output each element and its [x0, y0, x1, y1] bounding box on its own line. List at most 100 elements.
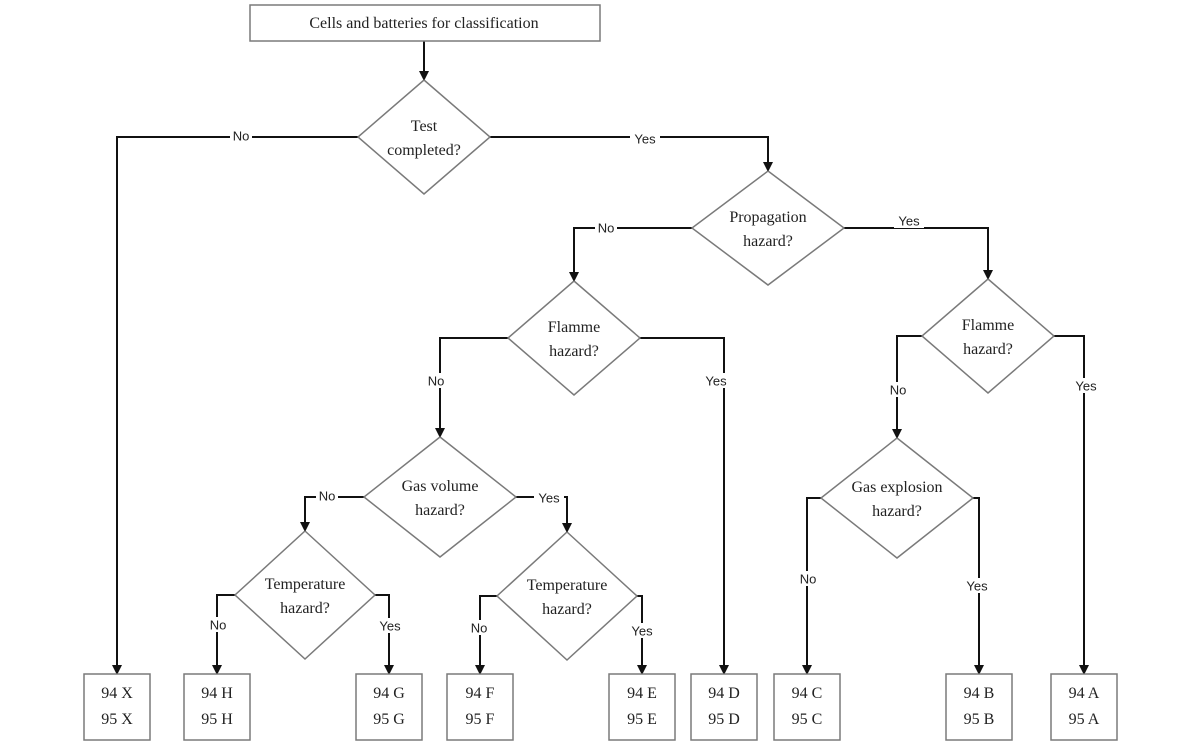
- edge-test-yes: [490, 136, 773, 172]
- result-g: 94 G 95 G: [355, 673, 423, 741]
- result-label-line: 94 A: [1069, 685, 1100, 702]
- edge-label-background: [425, 373, 447, 388]
- edge-label-background: [627, 623, 657, 638]
- edge-label-background: [962, 578, 992, 593]
- result-label-line: 95 A: [1069, 711, 1100, 728]
- edge-label-background: [887, 382, 909, 397]
- edge-label-background: [894, 213, 924, 228]
- edge-tl-no: [212, 594, 235, 675]
- edge-ge-no: [802, 497, 821, 675]
- decision-label-line: hazard?: [549, 343, 599, 360]
- decision-label-line: hazard?: [542, 601, 592, 618]
- edge-label-background: [375, 618, 405, 633]
- decision-label-line: Test: [411, 118, 438, 135]
- result-x: 94 X 95 X: [83, 673, 151, 741]
- edge-label-tr-no: No: [471, 621, 488, 636]
- edge-label-background: [230, 128, 252, 143]
- decision-label-line: Gas volume: [402, 478, 479, 495]
- decision-diamond: [506, 280, 642, 396]
- decision-diamond: [920, 278, 1056, 394]
- edge-gv-yes: [516, 496, 572, 533]
- decision-label-line: Flamme: [962, 317, 1014, 334]
- decision-label-line: Temperature: [265, 576, 346, 593]
- edge-fl-no: [435, 337, 508, 438]
- edge-prop-no: [569, 227, 692, 282]
- decision-diamond: [362, 436, 518, 558]
- result-a: 94 A 95 A: [1050, 673, 1118, 741]
- edge-test-no: [112, 136, 358, 675]
- result-label-line: 95 H: [201, 711, 233, 728]
- decision-temp-right: Temperature hazard?: [495, 530, 639, 662]
- edge-label-prop-yes: Yes: [898, 214, 920, 229]
- result-label-line: 94 E: [627, 685, 657, 702]
- edge-fr-no: [892, 335, 922, 439]
- result-label-line: 94 D: [708, 685, 740, 702]
- edge-label-background: [534, 490, 564, 505]
- edge-prop-yes: [844, 227, 993, 280]
- result-box: [1050, 673, 1118, 741]
- decision-gas-explosion: Gas explosion hazard?: [819, 437, 975, 559]
- result-box: [183, 673, 251, 741]
- result-label-line: 94 C: [792, 685, 823, 702]
- edge-label-test-yes: Yes: [634, 132, 656, 147]
- edge-label-fr-yes: Yes: [1075, 379, 1097, 394]
- decision-label-line: hazard?: [280, 600, 330, 617]
- edge-tr-yes: [637, 595, 647, 675]
- decision-test: Test completed?: [356, 79, 492, 195]
- result-h: 94 H95 H: [183, 673, 251, 741]
- decision-diamond: [233, 529, 377, 661]
- result-label-line: 95 B: [964, 711, 995, 728]
- decision-prop: Propagation hazard?: [690, 170, 846, 286]
- decision-label-line: hazard?: [743, 233, 793, 250]
- edge-label-gv-yes: Yes: [538, 491, 560, 506]
- result-label-line: 95 X: [101, 711, 133, 728]
- edge-label-background: [316, 488, 338, 503]
- decision-label-line: Gas explosion: [851, 479, 942, 496]
- result-label-line: 95 E: [627, 711, 657, 728]
- decision-diamond: [495, 530, 639, 662]
- edge-label-background: [797, 571, 819, 586]
- decision-gas-volume: Gas volume hazard?: [362, 436, 518, 558]
- result-d: 94 D 95 D: [690, 673, 758, 741]
- edge-label-fl-no: No: [428, 374, 445, 389]
- edge-label-fl-yes: Yes: [705, 374, 727, 389]
- edge-tl-yes: [375, 594, 394, 675]
- result-box: [446, 673, 514, 741]
- result-box: [773, 673, 841, 741]
- decision-label-line: Propagation: [729, 209, 806, 226]
- decision-label-line: hazard?: [415, 502, 465, 519]
- decision-temp-left: Temperature hazard?: [233, 529, 377, 661]
- edge-label-test-no: No: [233, 129, 250, 144]
- edge-fr-yes: [1054, 335, 1089, 675]
- result-label-line: 95 G: [373, 711, 405, 728]
- start-node: Cells and batteries for classification: [249, 4, 601, 42]
- result-label-line: 95 C: [792, 711, 823, 728]
- decision-diamond: [690, 170, 846, 286]
- edge-label-background: [468, 620, 490, 635]
- decision-label-line: Temperature: [527, 577, 608, 594]
- decision-label-line: completed?: [387, 142, 461, 159]
- decision-label-line: hazard?: [872, 503, 922, 520]
- edge-gv-no: [300, 496, 364, 532]
- edge-label-background: [595, 220, 617, 235]
- nodes-layer: Cells and batteries for classificationTe…: [83, 4, 1118, 741]
- result-box: [945, 673, 1013, 741]
- edge-label-tr-yes: Yes: [631, 624, 653, 639]
- result-label-line: 95 D: [708, 711, 740, 728]
- decision-diamond: [819, 437, 975, 559]
- result-label-line: 94 B: [964, 685, 995, 702]
- result-box: [355, 673, 423, 741]
- edge-label-background: [207, 617, 229, 632]
- edge-ge-yes: [973, 497, 984, 675]
- edge-label-tl-no: No: [210, 618, 227, 633]
- edge-label-prop-no: No: [598, 221, 615, 236]
- result-label-line: 94 X: [101, 685, 133, 702]
- result-box: [608, 673, 676, 741]
- result-f: 94 F95 F: [446, 673, 514, 741]
- result-label-line: 94 G: [373, 685, 405, 702]
- edge-label-ge-no: No: [800, 572, 817, 587]
